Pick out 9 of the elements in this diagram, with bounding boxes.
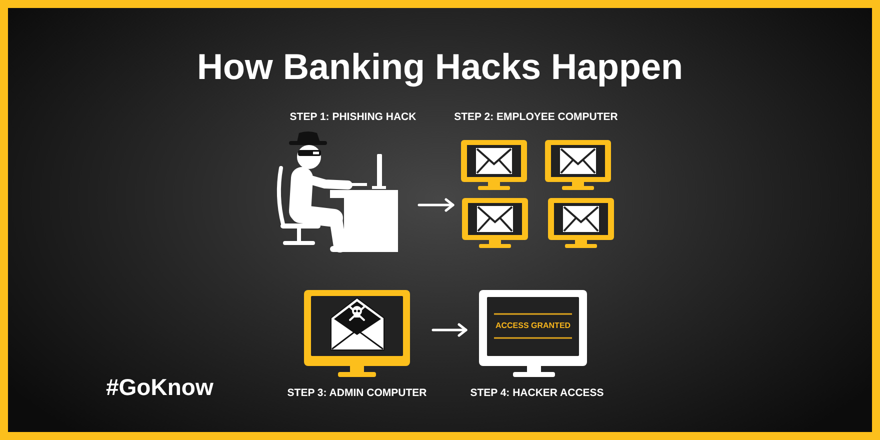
step-heading: STEP 1: PHISHING HACK [290,111,416,124]
arrow [432,323,468,337]
arrow [418,198,454,212]
screen-text: ACCESS GRANTED [495,321,571,330]
step-heading: STEP 2: EMPLOYEE COMPUTER [454,111,618,124]
step-heading: STEP 4: HACKER ACCESS [470,387,604,400]
step-heading: STEP 3: ADMIN COMPUTER [287,387,427,400]
title: How Banking Hacks Happen [196,46,684,88]
hashtag: #GoKnow [106,374,214,400]
